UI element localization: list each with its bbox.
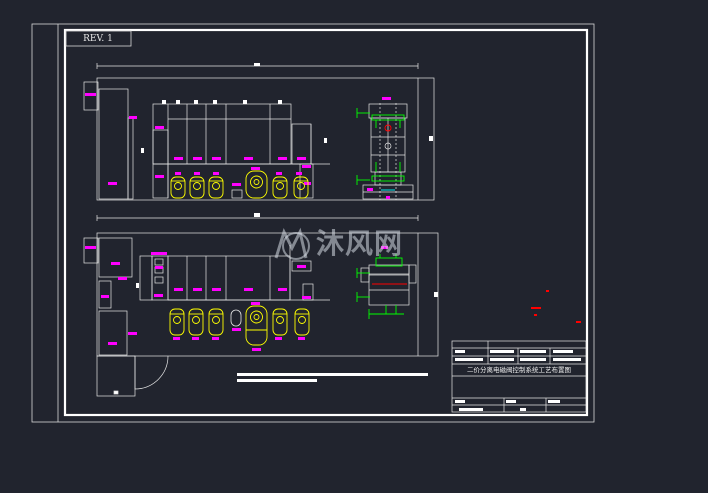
note-bar-2 [237, 379, 317, 382]
upper-plan [83, 63, 435, 201]
watermark-text: 沐风网 [316, 227, 404, 260]
upper-magenta-tags [85, 93, 311, 186]
revision-label: REV. 1 [83, 34, 113, 44]
red-markers [531, 290, 581, 323]
lower-separator [230, 309, 242, 327]
lower-elevation-color [356, 254, 407, 319]
lower-elevation [360, 264, 417, 306]
watermark: 沐风网 [270, 225, 445, 265]
title-block-title: 二价分离电磁阀控制系统工艺布置图 [467, 366, 571, 374]
lower-dims [136, 213, 438, 297]
upper-dims [141, 63, 433, 153]
upper-valves [170, 170, 309, 199]
upper-elevation-tags [367, 97, 391, 199]
note-bar-1 [237, 373, 428, 376]
lower-elevation-tags [381, 246, 388, 249]
sheet-borders [31, 23, 595, 423]
lower-magenta-tags [85, 246, 311, 351]
upper-elevation [362, 103, 414, 200]
lower-valves [169, 305, 310, 346]
lower-plan [83, 215, 439, 397]
title-block-fills [455, 350, 581, 411]
upper-elevation-color [356, 108, 405, 191]
title-block [451, 340, 587, 413]
watermark-logo-icon [274, 227, 310, 260]
